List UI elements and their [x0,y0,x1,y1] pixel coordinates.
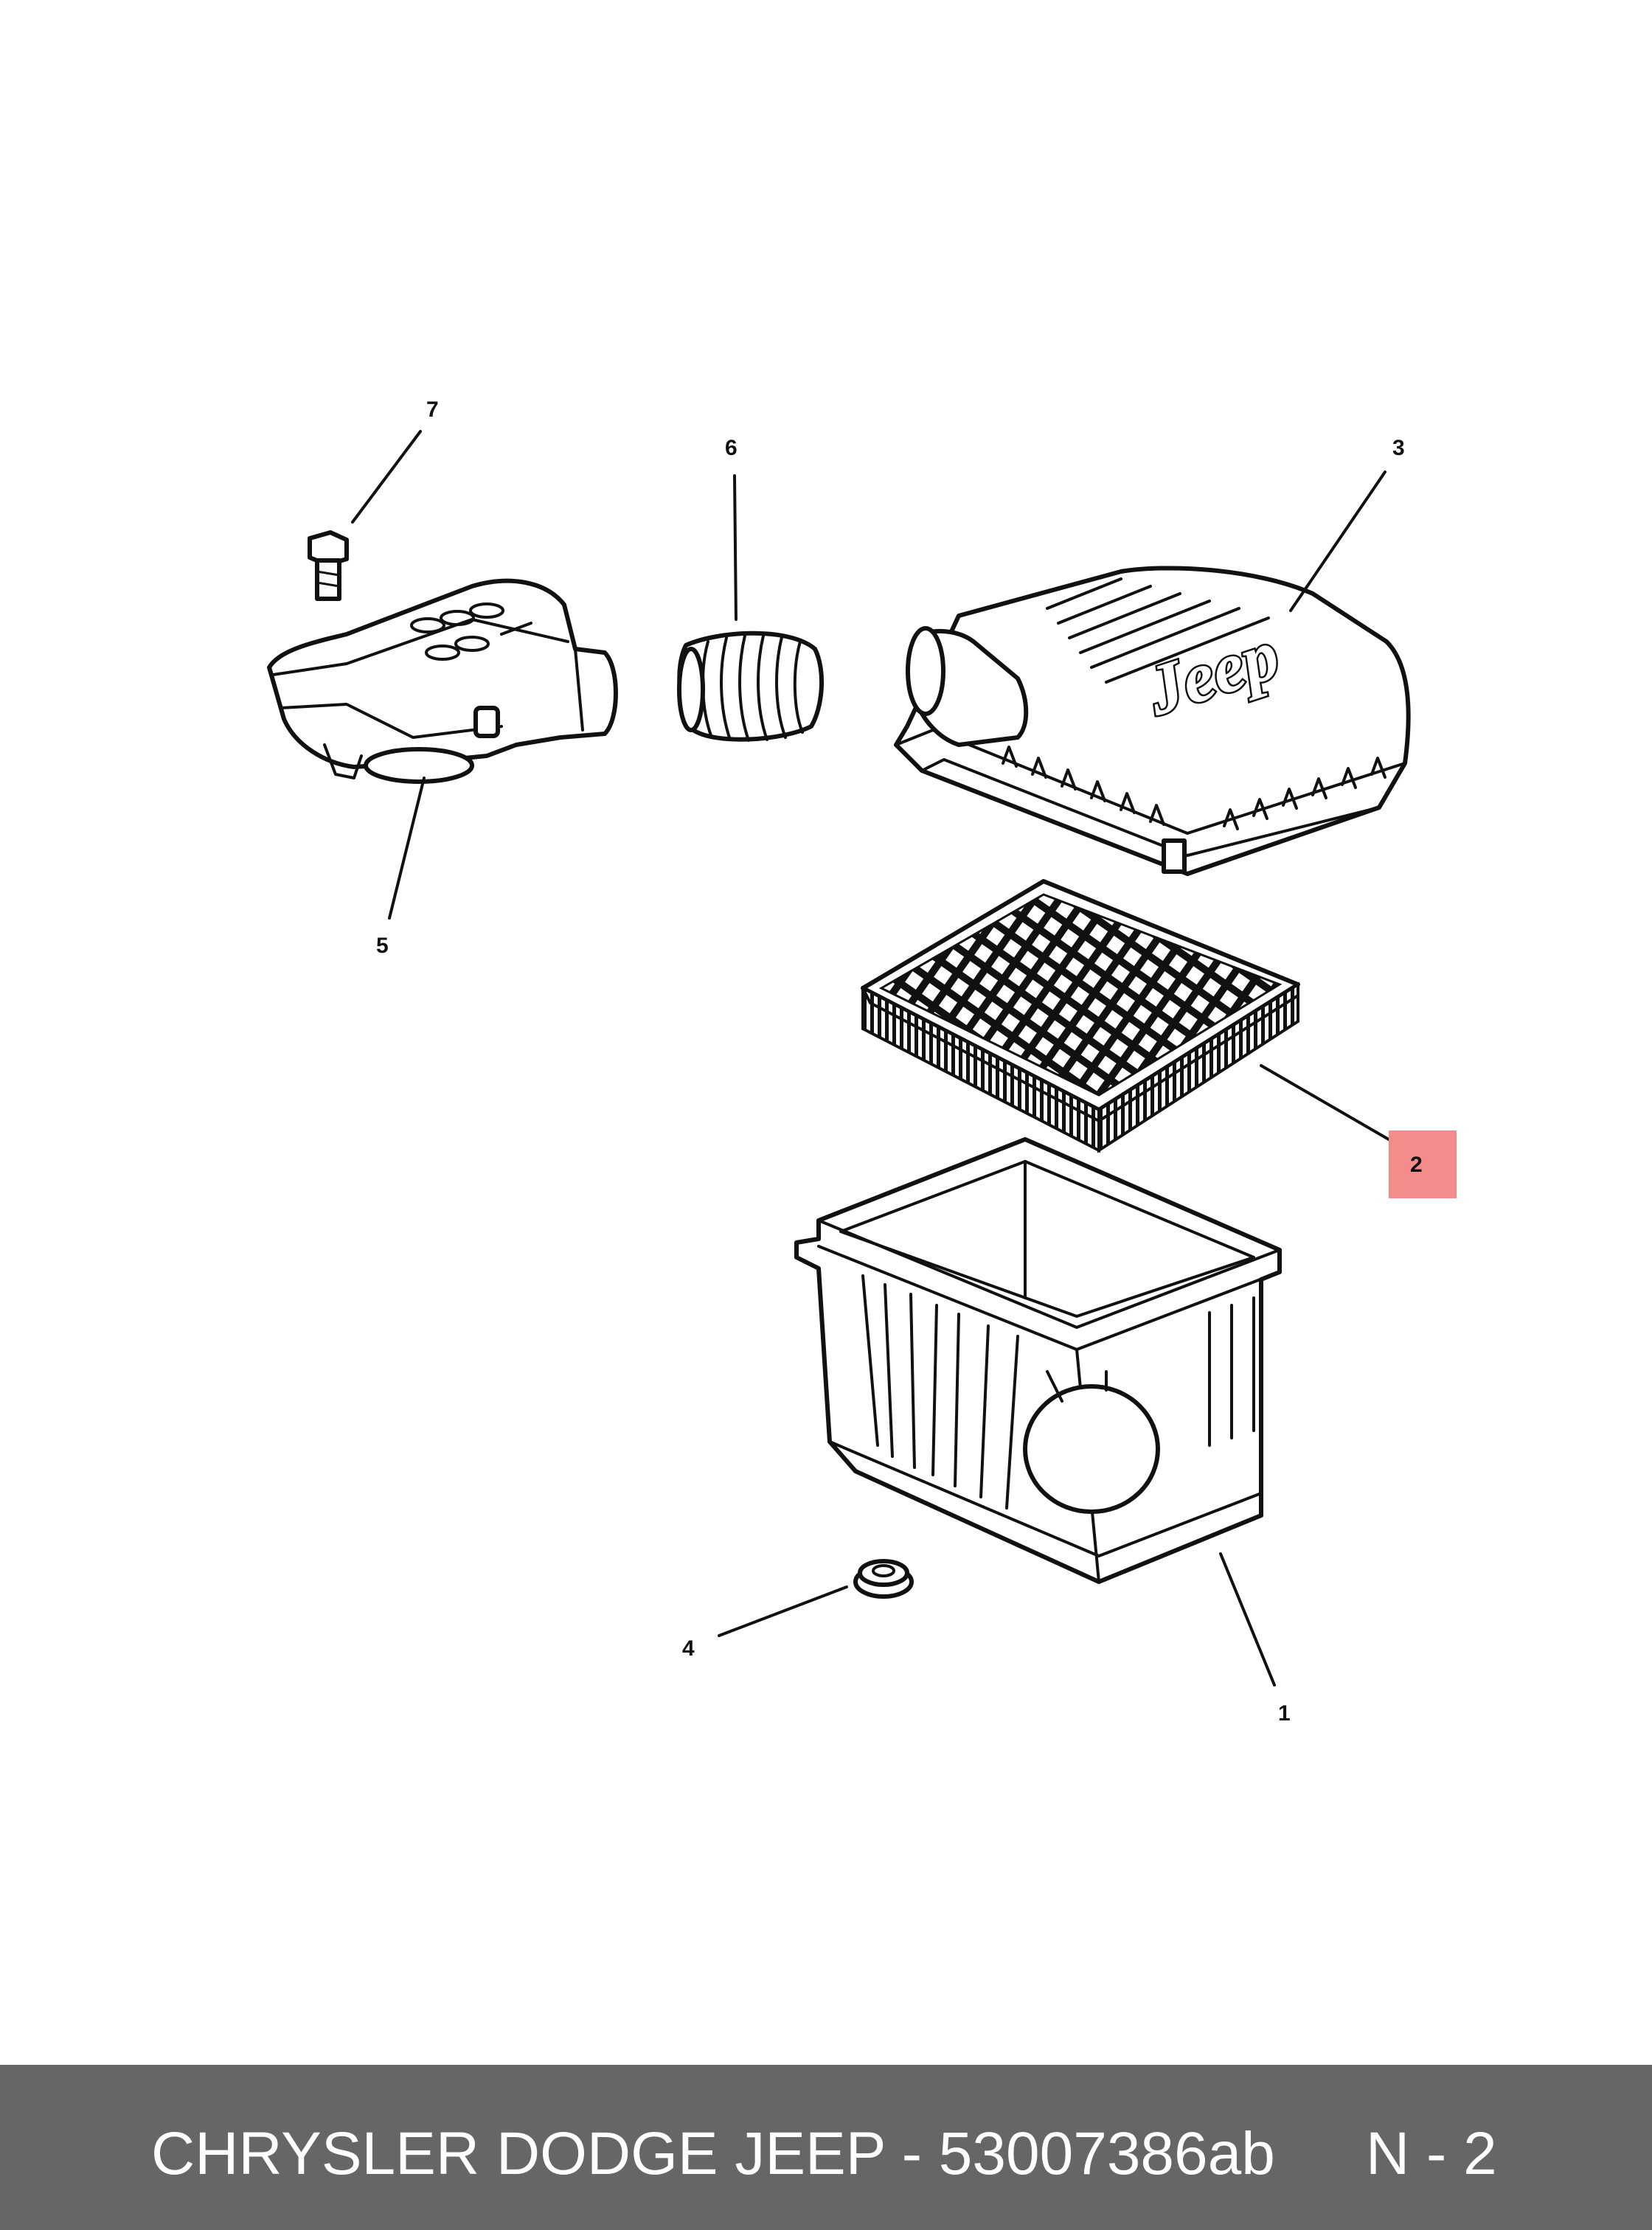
callout-2: 2 [1410,1153,1423,1177]
nut-part-4 [853,1559,914,1599]
footer-part-title: CHRYSLER DODGE JEEP - 53007386ab [151,2120,1275,2187]
parts-diagram: Jeep [267,397,1457,1726]
hose-part-6 [677,631,824,742]
housing-ribs [861,1274,1255,1510]
callout-3: 3 [1392,436,1405,460]
callout-7: 7 [426,397,439,422]
bolt-part-7 [308,530,349,601]
callouts: 7 6 3 5 2 4 1 [376,397,1457,1726]
callout-2-highlight [1389,1130,1457,1198]
cover-ribs [1046,577,1270,684]
callout-1: 1 [1278,1701,1291,1726]
cover-part-3: Jeep [894,566,1411,876]
callout-5: 5 [376,934,389,958]
callout-6: 6 [725,436,738,460]
resonator-ribs [410,602,532,661]
footer-bar: CHRYSLER DODGE JEEP - 53007386ab N - 2 [0,2065,1652,2230]
callout-4: 4 [682,1636,695,1661]
resonator-part-5 [267,578,618,784]
leader-lines [351,430,1394,1687]
footer-page-label: N - 2 [1366,2120,1497,2187]
filter-part-2 [861,879,1300,1153]
housing-part-1 [794,1137,1282,1584]
cover-clips [1002,746,1386,830]
